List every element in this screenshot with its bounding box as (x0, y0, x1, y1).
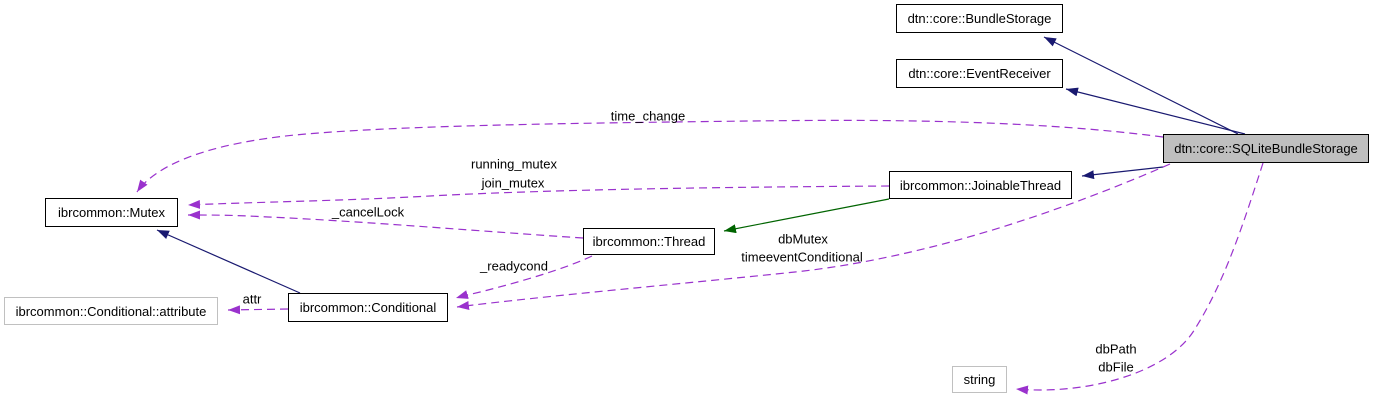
edge-label-dbmutex: dbMutex (778, 231, 828, 247)
edge-member-time-change (136, 119, 1164, 193)
class-node-thread[interactable]: ibrcommon::Thread (583, 228, 715, 255)
class-node-mutex[interactable]: ibrcommon::Mutex (45, 198, 178, 227)
edge-member-running-join-mutex (187, 185, 890, 209)
edge-label-timeeventconditional: timeeventConditional (741, 249, 863, 265)
edge-inheritance-bundlestorage (1043, 36, 1239, 135)
edge-label-dbfile: dbFile (1098, 359, 1134, 375)
edge-label-cancellock: _cancelLock (331, 204, 405, 220)
edge-inheritance-joinablethread-thread (723, 198, 890, 234)
edge-member-dbmutex-timeeventconditional (456, 163, 1171, 310)
edge-label-join-mutex: join_mutex (481, 175, 545, 191)
edge-inheritance-conditional-mutex (156, 229, 301, 294)
class-node-eventreceiver[interactable]: dtn::core::EventReceiver (896, 59, 1063, 88)
edge-label-readycond: _readycond (480, 258, 548, 274)
edge-member-cancellock (187, 210, 584, 239)
class-node-conditional-attribute: ibrcommon::Conditional::attribute (4, 297, 218, 325)
class-node-bundlestorage[interactable]: dtn::core::BundleStorage (896, 4, 1063, 33)
edge-member-attr (227, 305, 289, 315)
class-node-conditional[interactable]: ibrcommon::Conditional (288, 293, 448, 322)
edge-inheritance-joinablethread (1081, 166, 1164, 180)
class-node-sqlitebundlestorage: dtn::core::SQLiteBundleStorage (1163, 134, 1369, 163)
edge-label-dbpath: dbPath (1095, 341, 1137, 357)
edge-label-time-change: time_change (610, 108, 686, 124)
edge-member-dbpath-dbfile (1015, 162, 1264, 395)
class-node-joinablethread[interactable]: ibrcommon::JoinableThread (889, 171, 1072, 199)
class-node-string: string (952, 366, 1007, 393)
edge-member-readycond (455, 255, 593, 299)
edge-label-attr: attr (242, 291, 262, 307)
edge-label-running-mutex: running_mutex (471, 156, 557, 172)
edge-inheritance-eventreceiver (1065, 87, 1246, 135)
